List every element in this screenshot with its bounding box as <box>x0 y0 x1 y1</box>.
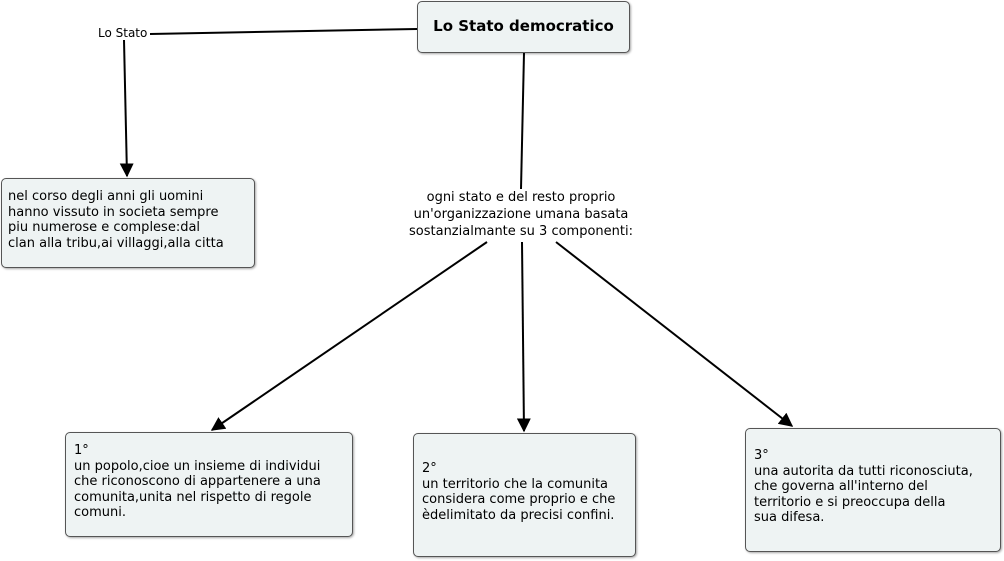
link-label-line: ogni stato e del resto proprio <box>426 190 616 205</box>
concept-line: un territorio che la comunita <box>422 476 609 492</box>
concept-line: comunita,unita nel rispetto di regole <box>74 489 312 505</box>
concept-line: territorio e si preoccupa della <box>754 494 946 510</box>
concept-popolo[interactable]: 1° un popolo,cioe un insieme di individu… <box>65 432 353 537</box>
edge-root-to-componenti-label <box>520 52 525 190</box>
concept-line: 1° <box>74 443 89 458</box>
concept-line: 2° <box>422 461 437 476</box>
edge-root-to-stato-label <box>149 28 418 35</box>
root-concept[interactable]: Lo Stato democratico <box>417 1 630 53</box>
concept-line: che riconoscono di appartenere a una <box>74 474 321 489</box>
link-label-lo-stato-text: Lo Stato <box>98 26 148 40</box>
link-label-lo-stato: Lo Stato <box>97 26 149 40</box>
link-label-line: sostanzialmante su 3 componenti: <box>409 224 633 239</box>
concept-line: considera come proprio e che <box>422 492 616 507</box>
concept-line: nel corso degli anni gli uomini <box>8 189 204 204</box>
concept-line: hanno vissuto in societa sempre <box>8 204 219 220</box>
concept-evoluzione-societa[interactable]: nel corso degli anni gli uomini hanno vi… <box>1 178 255 268</box>
concept-line: che governa all'interno del <box>754 479 928 494</box>
concept-line: clan alla tribu,ai villaggi,alla citta <box>8 235 224 251</box>
edge-stato-label-to-node <box>119 39 134 178</box>
concept-line: èdelimitato da precisi confini. <box>422 507 615 523</box>
edge-componenti-to-node-2 <box>516 241 531 433</box>
edge-componenti-to-node-3 <box>555 241 794 427</box>
concept-autorita[interactable]: 3° una autorita da tutti riconosciuta, c… <box>745 428 1001 552</box>
root-concept-title: Lo Stato democratico <box>433 17 614 36</box>
concept-line: comuni. <box>74 505 126 520</box>
link-label-line: un'organizzazione umana basata <box>413 207 629 222</box>
concept-line: un popolo,cioe un insieme di individui <box>74 458 321 474</box>
link-label-componenti: ogni stato e del resto proprio un'organi… <box>388 189 654 240</box>
concept-line: una autorita da tutti riconosciuta, <box>754 463 973 479</box>
concept-line: sua difesa. <box>754 510 825 525</box>
edge-componenti-to-node-1 <box>210 241 488 431</box>
concept-territorio[interactable]: 2° un territorio che la comunita conside… <box>413 433 636 557</box>
concept-line: 3° <box>754 448 769 463</box>
concept-line: piu numerose e complese:dal <box>8 220 201 235</box>
